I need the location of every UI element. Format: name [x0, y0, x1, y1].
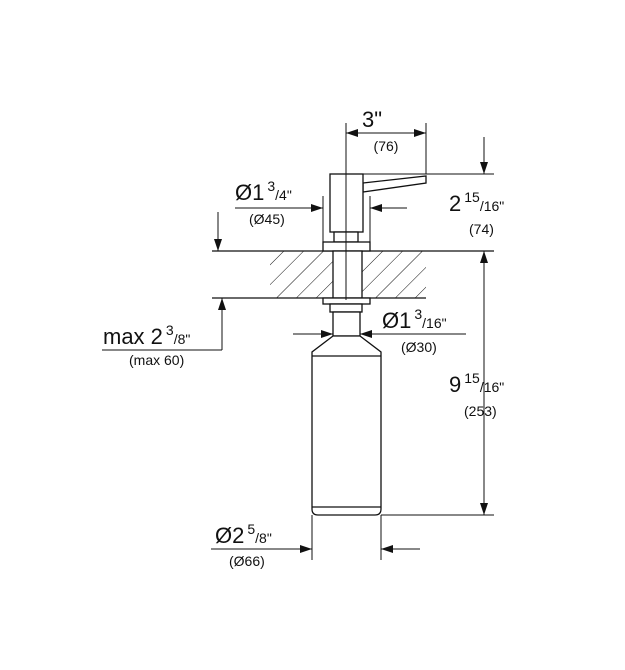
svg-text:(Ø45): (Ø45) [249, 211, 285, 227]
svg-text:(253): (253) [464, 403, 497, 419]
svg-text:(74): (74) [469, 221, 494, 237]
svg-text:915/16": 915/16" [449, 370, 504, 397]
dimension-lines [102, 123, 494, 560]
svg-text:(Ø66): (Ø66) [229, 553, 265, 569]
svg-text:215/16": 215/16" [449, 189, 504, 216]
svg-text:Ø25/8": Ø25/8" [215, 521, 272, 548]
svg-text:(max 60): (max 60) [129, 352, 184, 368]
svg-text:3": 3" [362, 107, 382, 132]
countertop [212, 250, 494, 299]
dispenser [311, 123, 427, 516]
svg-text:max 23/8": max 23/8" [103, 322, 190, 349]
svg-text:Ø13/4": Ø13/4" [235, 178, 292, 205]
dim-spout-reach: 3" (76) [362, 107, 398, 154]
svg-text:(76): (76) [374, 138, 399, 154]
svg-text:(Ø30): (Ø30) [401, 339, 437, 355]
svg-text:Ø13/16": Ø13/16" [382, 306, 447, 333]
